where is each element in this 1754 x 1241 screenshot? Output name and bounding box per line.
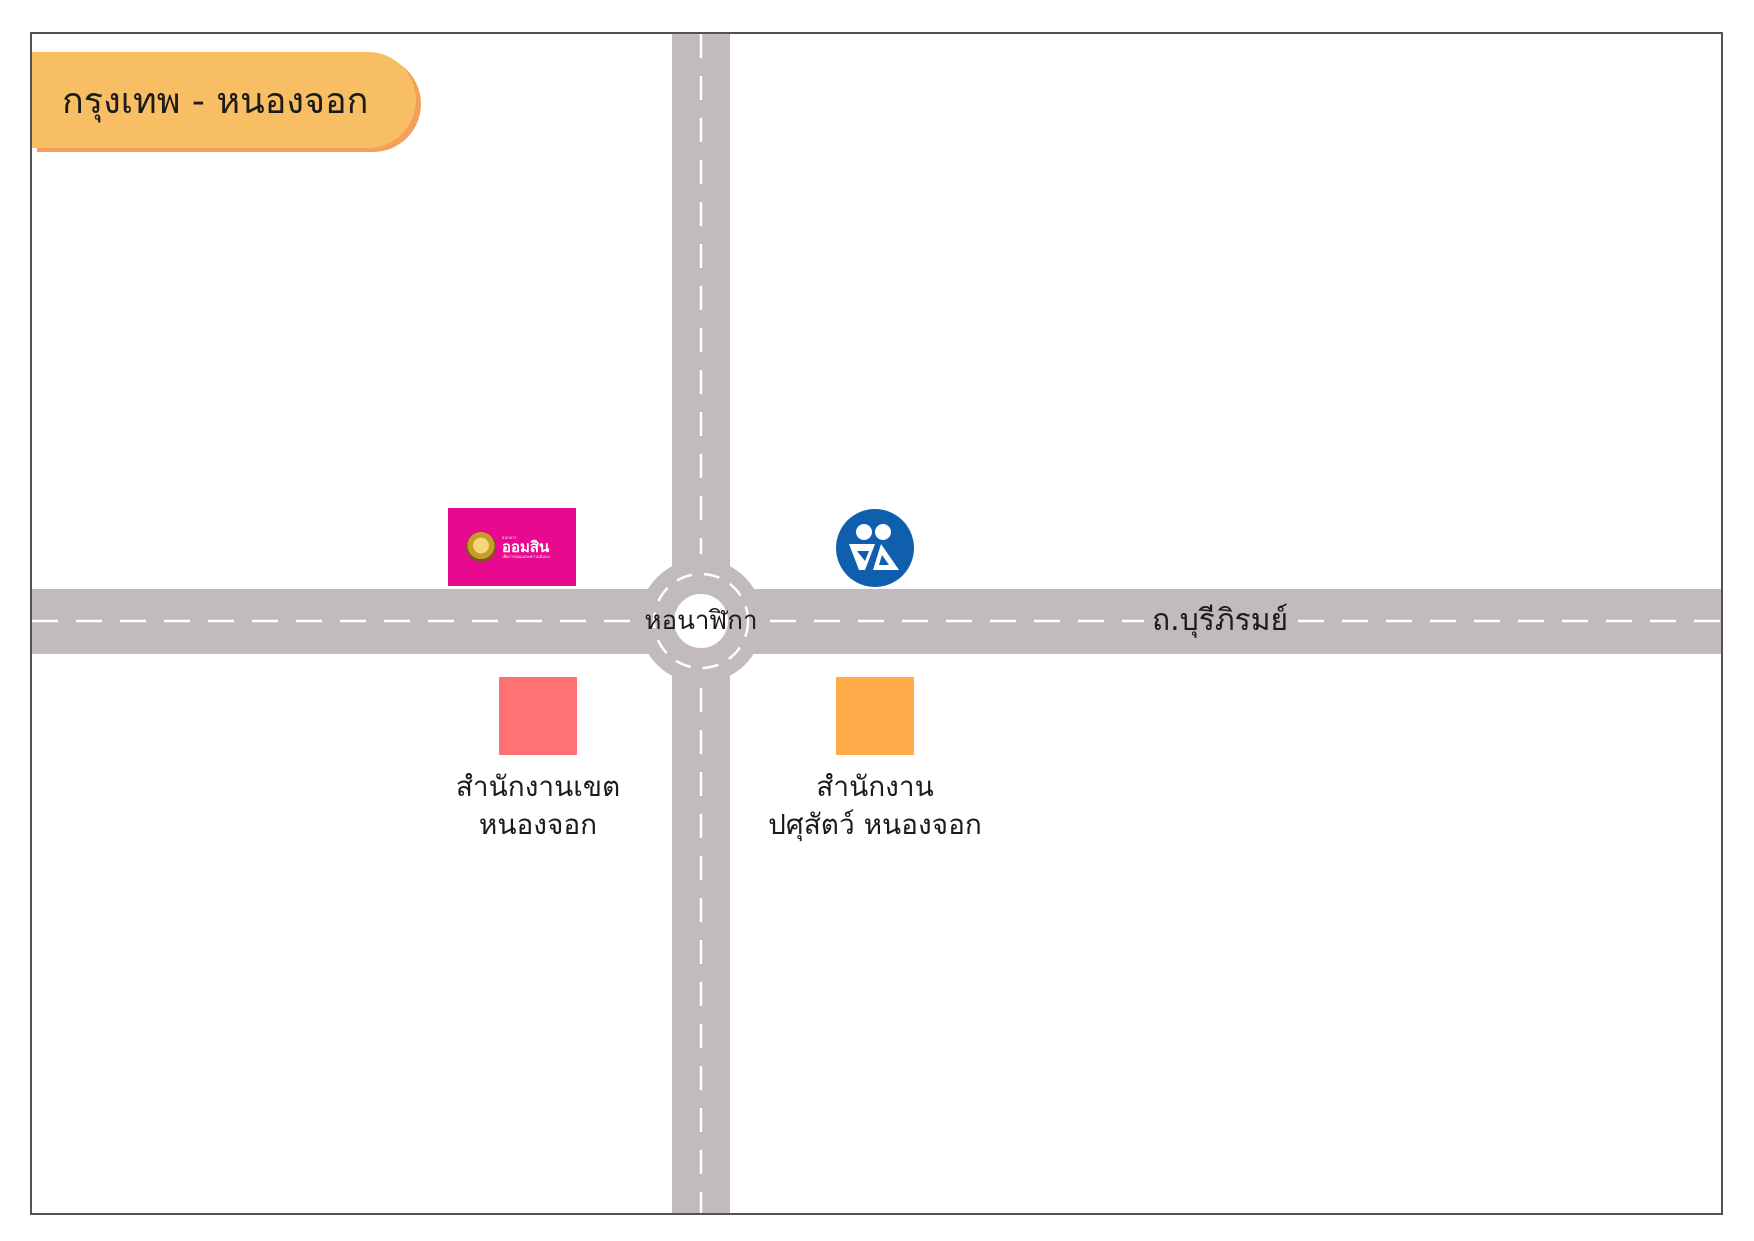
junction-label: หอนาฬิกา	[644, 606, 758, 636]
livestock-office-label-line-2: ปศุสัตว์ หนองจอก	[768, 808, 982, 841]
district-office-marker	[499, 677, 577, 755]
bank-name: ออมสิน	[502, 537, 550, 556]
bank-marker: ธนาคาร ออมสิน เพื่อการออมและความมั่นคง	[448, 508, 576, 586]
district-office-label-line-1: สำนักงานเขต	[455, 770, 621, 803]
roundabout-center	[674, 594, 728, 648]
district-office-label-line-2: หนองจอก	[478, 808, 598, 841]
police-station-icon	[836, 509, 914, 587]
bank-small-text: ธนาคาร	[502, 534, 517, 540]
livestock-office-label: สำนักงาน ปศุสัตว์ หนองจอก	[725, 768, 1025, 844]
bank-logo-text: ธนาคาร ออมสิน เพื่อการออมและความมั่นคง	[502, 534, 550, 559]
map-title-tab: กรุงเทพ - หนองจอก	[32, 52, 416, 148]
bank-sub-text: เพื่อการออมและความมั่นคง	[502, 553, 550, 559]
livestock-office-label-line-1: สำนักงาน	[816, 770, 934, 803]
map-title: กรุงเทพ - หนองจอก	[62, 80, 369, 122]
horizontal-road-label: ถ.บุรีภิรมย์	[1144, 606, 1297, 636]
roundabout-ring-dashes	[652, 572, 750, 670]
bank-seal-icon	[466, 532, 496, 562]
road-network	[32, 34, 1721, 1213]
district-office-label: สำนักงานเขต หนองจอก	[388, 768, 688, 844]
map-frame: กรุงเทพ - หนองจอก ถ.บุรีภิรมย์ หอนาฬิกา …	[30, 32, 1723, 1215]
livestock-office-marker	[836, 677, 914, 755]
